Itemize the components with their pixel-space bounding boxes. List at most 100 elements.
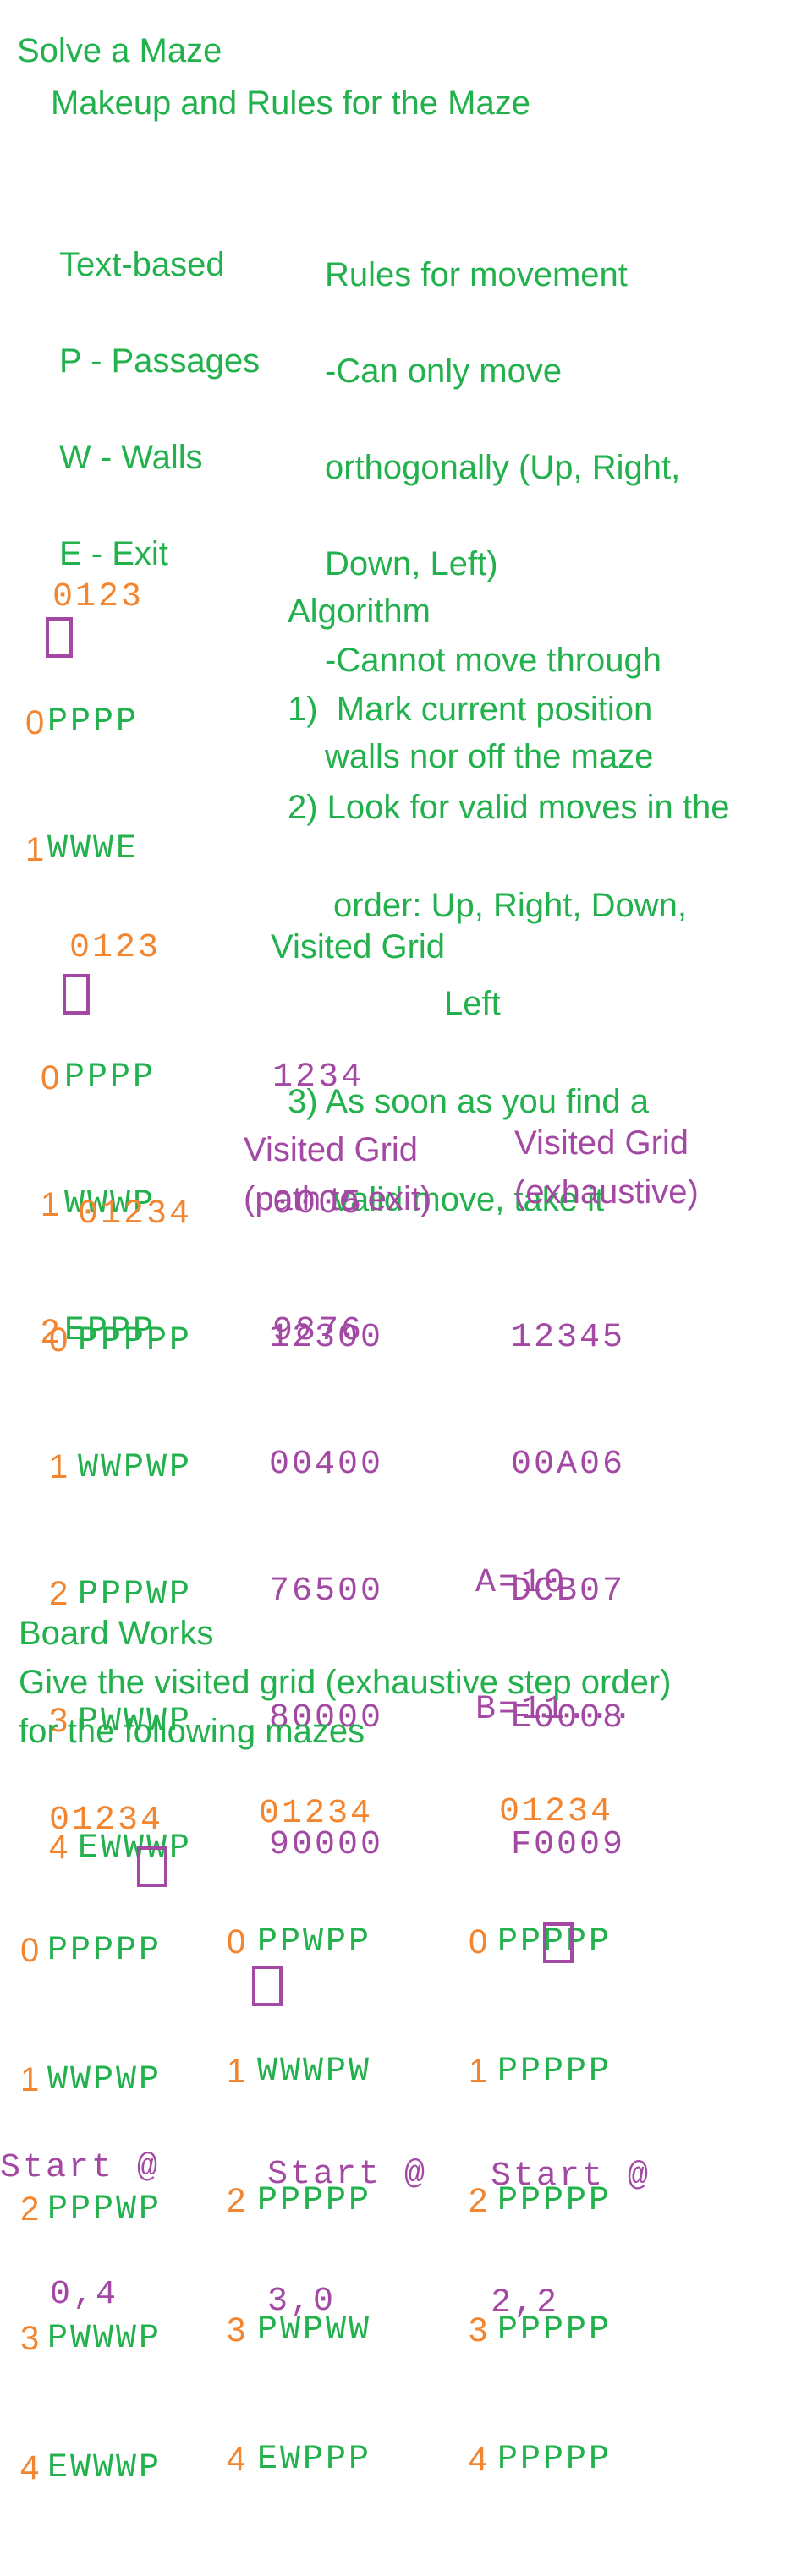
- maze-row: PPPP: [64, 1058, 156, 1097]
- maze-row: PPPPP: [257, 2182, 372, 2220]
- maze-row: PPPP: [47, 703, 140, 741]
- rules-line: orthogonally (Up, Right,: [325, 449, 681, 486]
- column-index-header: 01234: [259, 1795, 374, 1833]
- rules-line: -Cannot move through: [325, 642, 662, 679]
- maze-row: EWPPP: [257, 2441, 372, 2479]
- row-index: 3: [469, 2311, 488, 2349]
- maze-row: PWWWP: [78, 1703, 193, 1741]
- start-label: Start @ 3,0: [267, 2070, 427, 2408]
- algorithm: Algorithm 1) Mark current position 2) Lo…: [288, 538, 729, 1273]
- algorithm-step: 1) Mark current position: [288, 691, 653, 728]
- page-subtitle: Makeup and Rules for the Maze: [51, 85, 530, 122]
- visited-grid-title: Visited Grid: [271, 928, 446, 965]
- maze-row: PWWWP: [47, 2320, 162, 2358]
- column-index-header: 01234: [499, 1793, 614, 1831]
- maze-row: EWWWP: [78, 1829, 193, 1868]
- movement-rules: Rules for movement -Can only move orthog…: [325, 203, 680, 829]
- visited-row: DCB07: [511, 1572, 626, 1611]
- rules-line: walls nor off the maze: [325, 738, 654, 775]
- rules-line: Rules for movement: [325, 256, 628, 293]
- visited-row: 00400: [269, 1446, 384, 1484]
- column-index-header: 01234: [78, 1195, 193, 1233]
- row-index: 1: [25, 831, 45, 868]
- algorithm-step: 2) Look for valid moves in the: [288, 789, 730, 826]
- legend-item: P - Passages: [59, 342, 261, 380]
- start-label-line: 2,2: [491, 2284, 560, 2322]
- maze-row: PPWPP: [257, 1923, 372, 1961]
- row-index: 0: [41, 1059, 60, 1097]
- visited-row: 80000: [269, 1699, 384, 1737]
- maze-row: PPPPP: [497, 2311, 612, 2349]
- rules-line: Down, Left): [325, 545, 498, 582]
- maze-grid: PPPP WWWE: [47, 617, 139, 955]
- row-index: 2: [49, 1575, 69, 1612]
- page-title: Solve a Maze: [17, 32, 222, 69]
- row-index: 0: [49, 1321, 69, 1359]
- row-index: 4: [49, 1829, 69, 1866]
- maze-legend: Text-based P - Passages W - Walls E - Ex…: [59, 193, 260, 626]
- maze-row: PPPWP: [78, 1576, 193, 1614]
- row-index: 0: [469, 1923, 488, 1961]
- visited-row: 1234: [272, 1058, 365, 1097]
- maze-row: PPPWP: [47, 2190, 162, 2229]
- row-index: 1: [227, 2053, 246, 2090]
- maze-row: WWPWP: [78, 1449, 193, 1487]
- visited-grid: 1234 0005 9876: [272, 972, 364, 1437]
- maze-row: WWWE: [47, 830, 140, 868]
- start-position-marker: [252, 1966, 283, 2006]
- algorithm-step: 3) As soon as you find a: [288, 1083, 649, 1120]
- row-index: 3: [49, 1702, 69, 1739]
- path-visited-grid: 12300 00400 76500 80000 90000: [269, 1233, 383, 1951]
- visited-row: 12345: [511, 1319, 626, 1357]
- legend-item: W - Walls: [59, 439, 203, 476]
- maze-row: PPPPP: [497, 2441, 612, 2479]
- start-label-line: 3,0: [267, 2283, 337, 2321]
- algorithm-step: Left: [444, 985, 501, 1022]
- maze-row: PPPPP: [497, 1923, 612, 1961]
- row-index: 0: [227, 1923, 246, 1961]
- row-index-column: 0 1 2: [41, 972, 78, 1437]
- column-index-header: 01234: [49, 1802, 164, 1840]
- start-label-line: 0,4: [27, 2276, 119, 2314]
- row-index: 2: [469, 2182, 488, 2219]
- start-label: Start @ 2,2: [491, 2071, 651, 2409]
- row-index: 3: [227, 2311, 246, 2349]
- row-index: 1: [20, 2061, 40, 2098]
- visited-row: F0009: [511, 1826, 626, 1864]
- row-index: 0: [25, 704, 45, 741]
- column-index-header: 0123: [52, 578, 145, 616]
- legend-item: E - Exit: [59, 535, 168, 572]
- maze-grid: PPPP WWWP EPPP: [64, 972, 156, 1437]
- start-label-line: Start @: [267, 2156, 428, 2194]
- row-index: 2: [41, 1313, 60, 1350]
- maze-row: WWWP: [64, 1185, 156, 1223]
- maze-row: PWPWW: [257, 2311, 372, 2349]
- start-position-marker: [46, 617, 73, 658]
- hex-note-line: B=11...: [475, 1691, 636, 1729]
- start-label: Start @ 0,4: [0, 2063, 160, 2401]
- path-grid-title: Visited Grid: [244, 1131, 419, 1168]
- visited-row: 76500: [269, 1572, 384, 1611]
- visited-row: 00A06: [511, 1446, 626, 1484]
- maze-row: PPPPP: [47, 1932, 162, 1970]
- board-works-instruction: for the following mazes: [19, 1713, 365, 1750]
- row-index-column: 0 1: [25, 617, 63, 955]
- row-index: 0: [20, 1932, 40, 1969]
- row-index: 1: [469, 2053, 488, 2090]
- exhaustive-visited-grid: 12345 00A06 DCB07 E0008 F0009: [511, 1233, 625, 1951]
- row-index: 3: [20, 2320, 40, 2357]
- hex-note-line: A=10: [475, 1564, 568, 1602]
- maze-row: EWWWP: [47, 2449, 162, 2487]
- hex-note: A=10 B=11...: [475, 1478, 635, 1774]
- visited-row: 9876: [272, 1312, 365, 1350]
- visited-row: 0005: [272, 1185, 365, 1223]
- algorithm-step: valid move, take it: [333, 1181, 605, 1218]
- board-works-instruction: Give the visited grid (exhaustive step o…: [19, 1664, 672, 1701]
- start-position-marker: [137, 1846, 167, 1887]
- row-index: 1: [49, 1448, 69, 1485]
- maze-row: PPPPP: [497, 2182, 612, 2220]
- row-index-column: 0 1 2 3 4: [227, 1835, 264, 2568]
- maze-row: PPPPP: [497, 2053, 612, 2091]
- algorithm-step: order: Up, Right, Down,: [333, 887, 687, 924]
- exhaustive-grid-subtitle: (exhaustive): [514, 1173, 699, 1211]
